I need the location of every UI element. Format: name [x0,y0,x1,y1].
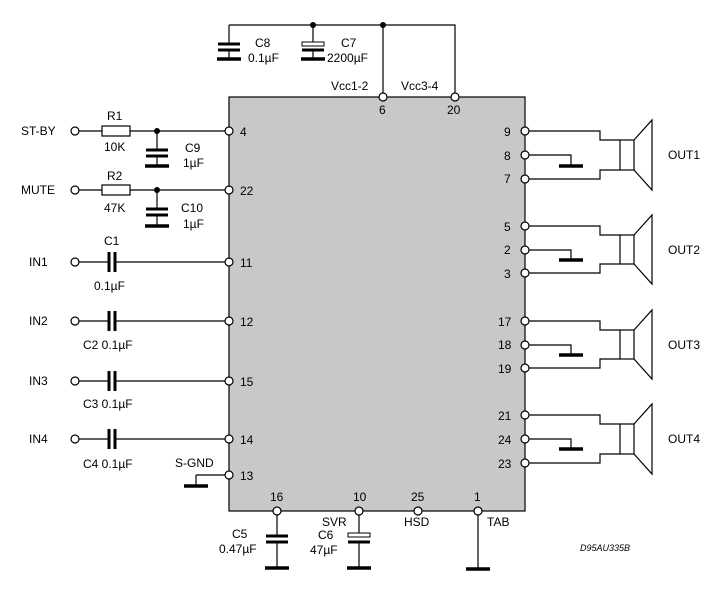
r2-resistor [101,184,131,196]
c10-name: C10 [181,201,203,215]
pin-4-label: 4 [240,125,247,139]
out4-label: OUT4 [668,432,700,446]
in3-label: IN3 [29,374,48,388]
stby-label: ST-BY [21,124,56,138]
out4-speaker-magnet [619,423,635,455]
svr-label: SVR [322,515,347,529]
in1-label: IN1 [29,255,48,269]
out1-circuit: 9 8 7 OUT1 [504,118,700,192]
out2-label: OUT2 [668,243,700,257]
c2-label: C2 0.1µF [83,338,133,352]
out3-speaker-magnet [619,329,635,360]
pin-23-label: 23 [498,457,512,471]
c7-capacitor [301,41,325,47]
c1-name: C1 [104,234,120,248]
stby-circuit: ST-BY R1 10K C9 1µF 4 [21,109,247,170]
supply-network: C8 0.1µF C7 2200µF Vcc1-2 Vcc3-4 6 20 [217,22,461,117]
mute-circuit: MUTE R2 47K C10 1µF 22 [21,169,254,231]
c4-label: C4 0.1µF [83,457,133,471]
r1-resistor [101,125,131,137]
pin-9-label: 9 [504,125,511,139]
c6-name: C6 [318,528,334,542]
mute-label: MUTE [21,183,55,197]
c10-value: 1µF [183,217,204,231]
pin-24-label: 24 [498,433,512,447]
ic-body [228,96,526,512]
pin-22-label: 22 [240,184,254,198]
c8-value: 0.1µF [248,51,279,65]
c5-name: C5 [232,527,248,541]
out2-circuit: 5 2 3 OUT2 [504,213,700,286]
c9-value: 1µF [183,156,204,170]
out2-speaker-cone [633,213,653,286]
r1-value: 10K [104,140,125,154]
vcc12-label: Vcc1-2 [331,79,369,93]
pin-13-label: 13 [240,469,254,483]
in2-label: IN2 [29,314,48,328]
in1-circuit: IN1 C1 0.1µF 11 [29,234,253,293]
in4-label: IN4 [29,432,48,446]
pin-2-label: 2 [504,243,511,257]
pin-11-label: 11 [240,256,253,270]
pin-6-terminal [378,92,388,102]
c1-value: 0.1µF [94,279,125,293]
pin-6-label: 6 [379,103,386,117]
pin-12-label: 12 [240,315,254,329]
pin-10-label: 10 [353,490,367,504]
pin-18-label: 18 [498,338,512,352]
in2-circuit: IN2 C2 0.1µF 12 [29,311,254,352]
out2-speaker-magnet [619,234,635,265]
hsd-label: HSD [404,515,430,529]
sgnd-label: S-GND [175,456,214,470]
out3-label: OUT3 [668,338,700,352]
c7-name: C7 [341,36,357,50]
pin-15-label: 15 [240,375,254,389]
pin-5-label: 5 [504,220,511,234]
pin-17-label: 17 [498,315,512,329]
out1-speaker-cone [633,118,653,192]
pin-7-label: 7 [504,172,511,186]
in4-circuit: IN4 C4 0.1µF 14 [29,429,254,471]
drawing-reference: D95AU335B [580,543,630,553]
c5-value: 0.47µF [219,542,257,556]
out1-label: OUT1 [668,148,700,162]
out1-speaker-magnet [619,139,635,171]
out3-circuit: 17 18 19 OUT3 [498,308,700,381]
r1-name: R1 [107,109,123,123]
r2-value: 47K [104,201,125,215]
in3-circuit: IN3 C3 0.1µF 15 [29,371,254,411]
pin-1-label: 1 [474,490,481,504]
pin-16-label: 16 [270,490,284,504]
pin-19-label: 19 [498,362,512,376]
pin-8-label: 8 [504,149,511,163]
tab-label: TAB [487,515,509,529]
pin-21-label: 21 [498,409,512,423]
out3-speaker-cone [633,308,653,381]
out4-circuit: 21 24 23 OUT4 [498,402,700,476]
out4-speaker-cone [633,402,653,476]
pin-3-label: 3 [504,267,511,281]
r2-name: R2 [107,169,123,183]
c3-label: C3 0.1µF [83,397,133,411]
c8-name: C8 [255,36,271,50]
pin-20-label: 20 [447,103,461,117]
c6-capacitor [347,532,371,538]
pin-20-terminal [450,92,460,102]
bottom-circuit: 16 C5 0.47µF 10 SVR C6 47µF 25 HSD 1 TAB [219,490,509,571]
pin-14-label: 14 [240,433,254,447]
c7-value: 2200µF [327,51,368,65]
c6-value: 47µF [310,543,338,557]
sgnd-circuit: S-GND 13 [175,456,254,488]
vcc34-label: Vcc3-4 [401,79,439,93]
c9-name: C9 [185,141,201,155]
pin-25-label: 25 [411,490,425,504]
